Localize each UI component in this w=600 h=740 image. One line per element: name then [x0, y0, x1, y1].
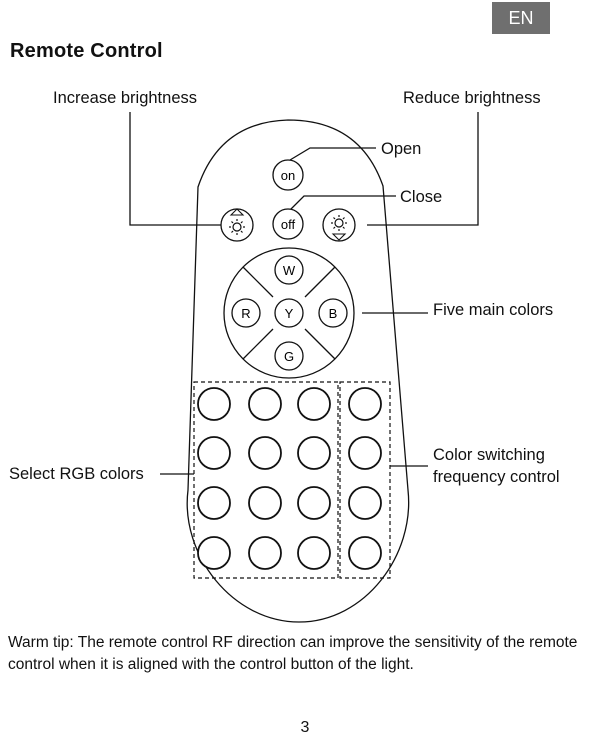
- rgb-color-button[interactable]: [197, 387, 231, 421]
- rgb-color-button[interactable]: [248, 536, 282, 570]
- rgb-color-button[interactable]: [248, 486, 282, 520]
- increase-brightness-leader: [129, 112, 222, 226]
- up-arrow-icon: [229, 208, 245, 216]
- rgb-color-button[interactable]: [197, 436, 231, 470]
- sun-icon: [229, 219, 245, 235]
- brightness-down-button[interactable]: [322, 208, 356, 242]
- rgb-color-button[interactable]: [197, 536, 231, 570]
- color-switching-line2: frequency control: [433, 468, 560, 486]
- close-leader: [289, 195, 396, 211]
- rgb-color-button[interactable]: [297, 436, 331, 470]
- rgb-color-button[interactable]: [297, 536, 331, 570]
- frequency-button[interactable]: [348, 436, 382, 470]
- color-pad: [223, 247, 355, 379]
- rgb-color-button[interactable]: [197, 486, 231, 520]
- rgb-color-button[interactable]: [248, 387, 282, 421]
- increase-brightness-label: Increase brightness: [53, 89, 197, 107]
- on-button[interactable]: [272, 159, 304, 191]
- frequency-button[interactable]: [348, 536, 382, 570]
- red-button-label: R: [241, 306, 250, 321]
- green-button[interactable]: [274, 341, 304, 371]
- remote-body: [186, 119, 410, 623]
- open-leader: [289, 147, 376, 161]
- brightness-up-button[interactable]: [220, 208, 254, 242]
- warm-tip: Warm tip: The remote control RF directio…: [8, 634, 578, 673]
- sun-icon: [331, 215, 347, 231]
- green-button-label: G: [284, 349, 294, 364]
- reduce-brightness-leader: [367, 112, 479, 226]
- down-arrow-icon: [331, 233, 347, 241]
- rgb-color-button[interactable]: [248, 436, 282, 470]
- open-label: Open: [381, 140, 422, 158]
- frequency-button[interactable]: [348, 387, 382, 421]
- rgb-color-button[interactable]: [297, 486, 331, 520]
- white-button-label: W: [283, 263, 296, 278]
- color-switching-line1: Color switching: [433, 446, 545, 464]
- frequency-group-box: [339, 381, 391, 579]
- reduce-brightness-label: Reduce brightness: [403, 89, 541, 107]
- blue-button-label: B: [329, 306, 338, 321]
- blue-button[interactable]: [318, 298, 348, 328]
- color-switching-label: Color switching frequency control: [433, 444, 560, 488]
- rgb-color-button[interactable]: [297, 387, 331, 421]
- page-number: 3: [300, 719, 310, 736]
- rgb-group-box: [193, 381, 339, 579]
- red-button[interactable]: [231, 298, 261, 328]
- select-rgb-colors-label: Select RGB colors: [9, 465, 144, 483]
- five-main-colors-label: Five main colors: [433, 301, 554, 319]
- off-button-label: off: [281, 217, 296, 232]
- page-title: Remote Control: [10, 40, 163, 62]
- off-button[interactable]: [272, 208, 304, 240]
- close-label: Close: [400, 188, 443, 206]
- language-badge: EN: [492, 2, 550, 34]
- white-button[interactable]: [274, 255, 304, 285]
- yellow-button[interactable]: [274, 298, 304, 328]
- yellow-button-label: Y: [285, 306, 294, 321]
- frequency-button[interactable]: [348, 486, 382, 520]
- on-button-label: on: [281, 168, 295, 183]
